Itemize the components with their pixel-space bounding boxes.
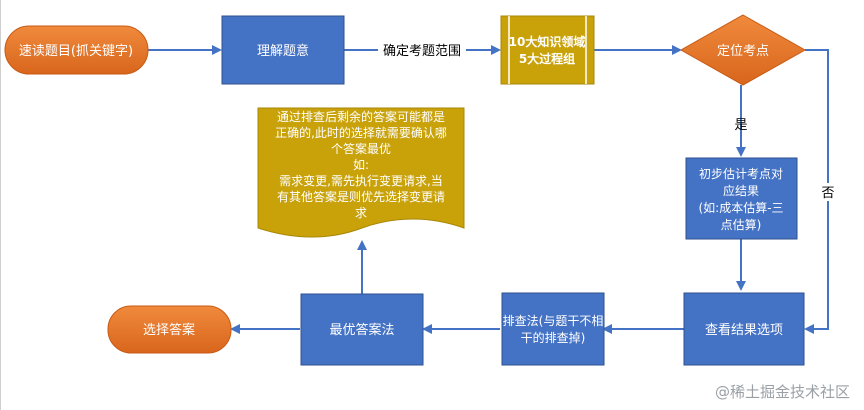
svg-text:最优答案法: 最优答案法 [329,322,394,338]
svg-text:点估算): 点估算) [721,217,762,232]
svg-text:个答案最优: 个答案最优 [331,141,391,156]
svg-text:干的排查掉): 干的排查掉) [521,330,586,345]
left-border-line [0,0,1,410]
svg-text:查看结果选项: 查看结果选项 [705,322,783,338]
node-knowledge-areas: 10大知识领域 5大过程组 [500,15,595,85]
label-bg [378,40,466,60]
node-understand: 理解题意 [221,15,345,85]
watermark: @稀土掘金技术社区 [714,383,850,401]
label-determine-scope: 确定考题范围 [383,44,461,59]
svg-text:理解题意: 理解题意 [257,43,309,59]
node-estimate: 初步估计考点对 应结果 (如:成本估算-三 点估算) [685,157,798,240]
svg-text:(如:成本估算-三: (如:成本估算-三 [698,200,783,215]
node-locate-diamond: 定位考点 [679,14,807,86]
svg-text:正确的,此时的选择就需要确认哪: 正确的,此时的选择就需要确认哪 [275,125,447,140]
svg-text:求: 求 [355,206,367,220]
svg-text:应结果: 应结果 [723,183,759,198]
svg-text:10大知识领域: 10大知识领域 [509,34,586,49]
svg-text:选择答案: 选择答案 [143,322,195,338]
label-bg [819,183,837,201]
svg-text:速读题目(抓关键字): 速读题目(抓关键字) [19,44,133,59]
label-yes: 是 [734,118,747,133]
node-best-answer: 最优答案法 [300,293,424,366]
svg-text:有其他答案是则优先选择变更请: 有其他答案是则优先选择变更请 [277,189,445,204]
svg-text:需求变更,需先执行变更请求,当: 需求变更,需先执行变更请求,当 [279,173,443,188]
svg-text:如:: 如: [353,157,369,172]
node-note-document: 通过排查后剩余的答案可能都是 正确的,此时的选择就需要确认哪 个答案最优 如: … [257,107,465,238]
svg-text:定位考点: 定位考点 [717,44,769,59]
node-speed-read: 速读题目(抓关键字) [4,25,149,75]
node-view-options: 查看结果选项 [683,292,805,366]
node-select-answer: 选择答案 [107,305,232,354]
svg-text:通过排查后剩余的答案可能都是: 通过排查后剩余的答案可能都是 [277,109,445,124]
svg-text:排查法(与题干不相: 排查法(与题干不相 [503,314,604,328]
label-no: 否 [821,186,834,201]
svg-text:5大过程组: 5大过程组 [519,51,575,66]
node-exclusion-method: 排查法(与题干不相 干的排查掉) [501,292,605,366]
svg-text:初步估计考点对: 初步估计考点对 [699,167,783,181]
